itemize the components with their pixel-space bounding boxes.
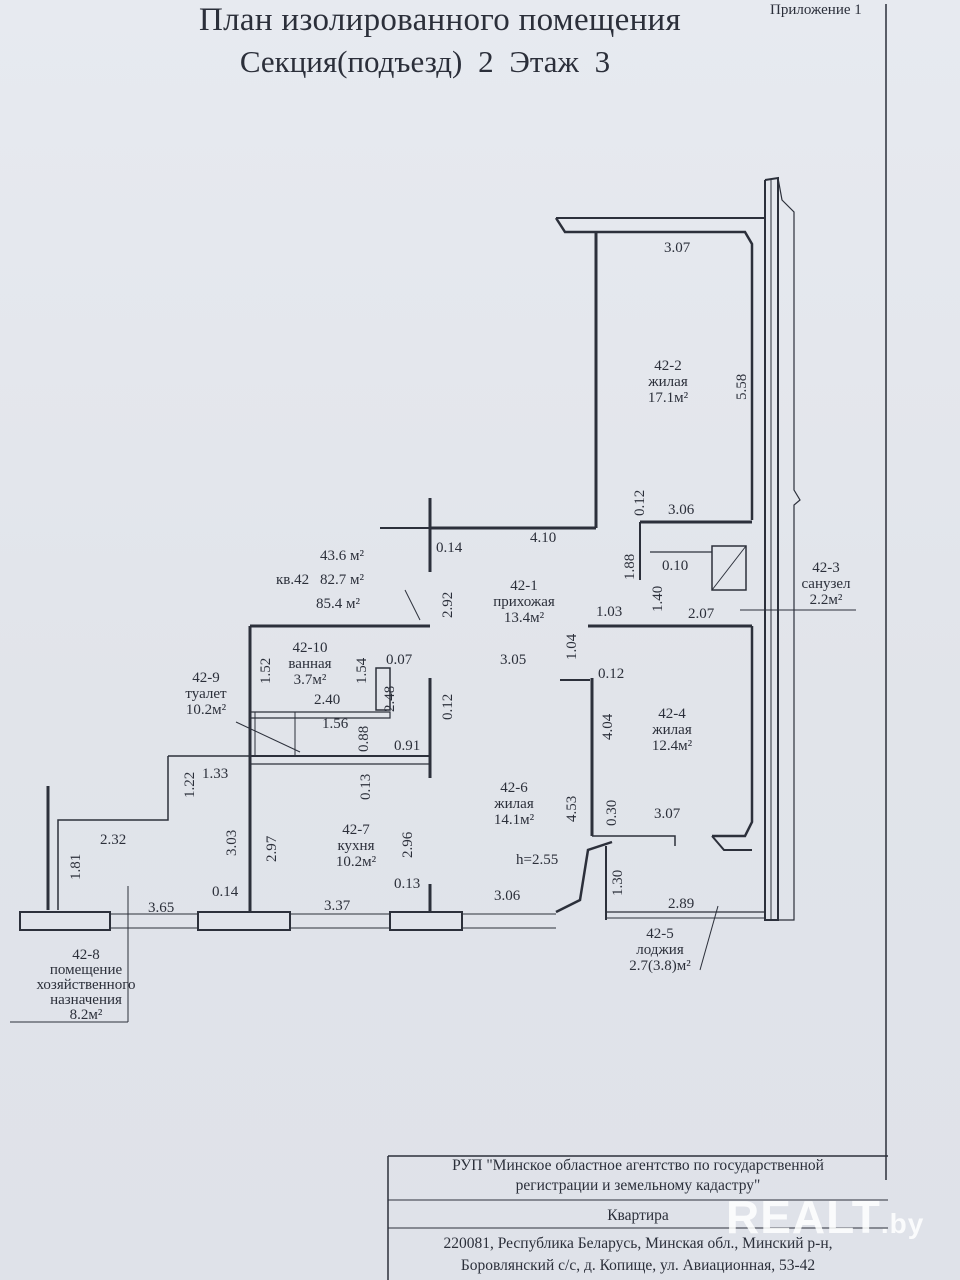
dim-4-53: 4.53 — [564, 795, 580, 822]
dim-3-03: 3.03 — [224, 829, 240, 856]
dim-3-06-b: 3.06 — [494, 888, 521, 904]
leader-42-9 — [235, 721, 301, 753]
dim-0-12-b: 0.12 — [598, 666, 625, 682]
dim-0-07: 0.07 — [386, 652, 413, 668]
dim-0-91: 0.91 — [394, 738, 421, 754]
dim-3-07-top: 3.07 — [664, 240, 691, 256]
shaft-box — [711, 545, 747, 591]
dim-1-03: 1.03 — [596, 604, 623, 620]
dim-1-33: 1.33 — [202, 766, 229, 782]
wall-bottom-seg-2 — [197, 911, 291, 931]
dim-1-04: 1.04 — [564, 633, 580, 660]
dim-1-22: 1.22 — [182, 771, 198, 798]
wall-bottom-seg-1 — [19, 911, 111, 931]
dim-0-10: 0.10 — [662, 558, 689, 574]
wall-bottom-corner — [555, 840, 613, 914]
dim-2-97: 2.97 — [264, 835, 280, 862]
leader-42-5 — [699, 905, 719, 971]
dim-1-30: 1.30 — [610, 869, 626, 896]
ceiling-height: h=2.55 — [516, 852, 559, 868]
dim-1-88: 1.88 — [622, 553, 638, 580]
dim-0-14-a: 0.14 — [436, 540, 463, 556]
dim-3-05: 3.05 — [500, 652, 527, 668]
dim-3-65: 3.65 — [148, 900, 175, 916]
dim-0-13-a: 0.13 — [358, 773, 374, 800]
leader-area — [404, 589, 421, 621]
dim-2-48: 2.48 — [382, 685, 398, 712]
dim-5-58: 5.58 — [734, 373, 750, 400]
apartment-area-full: 85.4 м² — [316, 596, 360, 612]
dim-0-12-c: 0.12 — [440, 693, 456, 720]
dim-1-54: 1.54 — [354, 657, 370, 684]
plan-subtitle: Секция(подъезд) 2 Этаж 3 — [239, 44, 611, 79]
room-42-8-label: 42-8 помещение хозяйственного назначения… — [36, 947, 136, 1023]
dim-0-88: 0.88 — [356, 725, 372, 752]
plan-title: План изолированного помещения — [199, 2, 681, 38]
wall-bath-divider — [250, 711, 391, 719]
stamp-address-line2: Боровлянский с/с, д. Копище, ул. Авиацио… — [460, 1257, 816, 1274]
dim-0-12-a: 0.12 — [632, 489, 648, 516]
title-stamp: РУП "Минское областное агентство по госу… — [388, 1156, 888, 1280]
realt-watermark: REALT.by — [726, 1191, 925, 1243]
dim-3-06: 3.06 — [668, 502, 695, 518]
dim-2-32: 2.32 — [100, 832, 127, 848]
wall-room-42-2-top — [554, 217, 754, 520]
dim-4-10: 4.10 — [530, 530, 557, 546]
dim-4-04: 4.04 — [600, 713, 616, 740]
dim-1-81: 1.81 — [68, 853, 84, 880]
apartment-area-living: 43.6 м² — [320, 548, 364, 564]
exterior-wall-right-outline — [777, 177, 801, 921]
dim-0-30: 0.30 — [604, 799, 620, 826]
dim-3-07-b: 3.07 — [654, 806, 681, 822]
apartment-area-total: 82.7 м² — [320, 572, 364, 588]
dim-0-14-b: 0.14 — [212, 884, 239, 900]
wall-bath-pillar — [375, 667, 391, 711]
shaft-cross — [711, 545, 747, 591]
dim-3-37: 3.37 — [324, 898, 351, 914]
apartment-number: кв.42 — [276, 572, 310, 588]
dim-1-40: 1.40 — [650, 585, 666, 612]
wall-storage-outline — [57, 756, 169, 910]
dim-1-52: 1.52 — [258, 657, 274, 684]
dim-2-92: 2.92 — [440, 591, 456, 618]
stamp-address-line1: 220081, Республика Беларусь, Минская обл… — [443, 1235, 833, 1252]
wall-corner — [711, 835, 752, 851]
dim-2-89: 2.89 — [668, 896, 695, 912]
dim-2-96: 2.96 — [400, 831, 416, 858]
door-room-42-4 — [592, 835, 676, 846]
wall-bottom-seg-3 — [389, 911, 463, 931]
stamp-org-line1: РУП "Минское областное агентство по госу… — [452, 1157, 824, 1174]
stamp-object: Квартира — [607, 1207, 669, 1224]
dim-2-40: 2.40 — [314, 692, 341, 708]
stamp-org-line2: регистрации и земельному кадастру" — [515, 1177, 761, 1194]
dim-1-56: 1.56 — [322, 716, 349, 732]
dim-2-07: 2.07 — [688, 606, 715, 622]
wall-room-42-4-right — [712, 626, 754, 838]
appendix-label: Приложение 1 — [770, 2, 862, 18]
dim-0-13-b: 0.13 — [394, 876, 421, 892]
